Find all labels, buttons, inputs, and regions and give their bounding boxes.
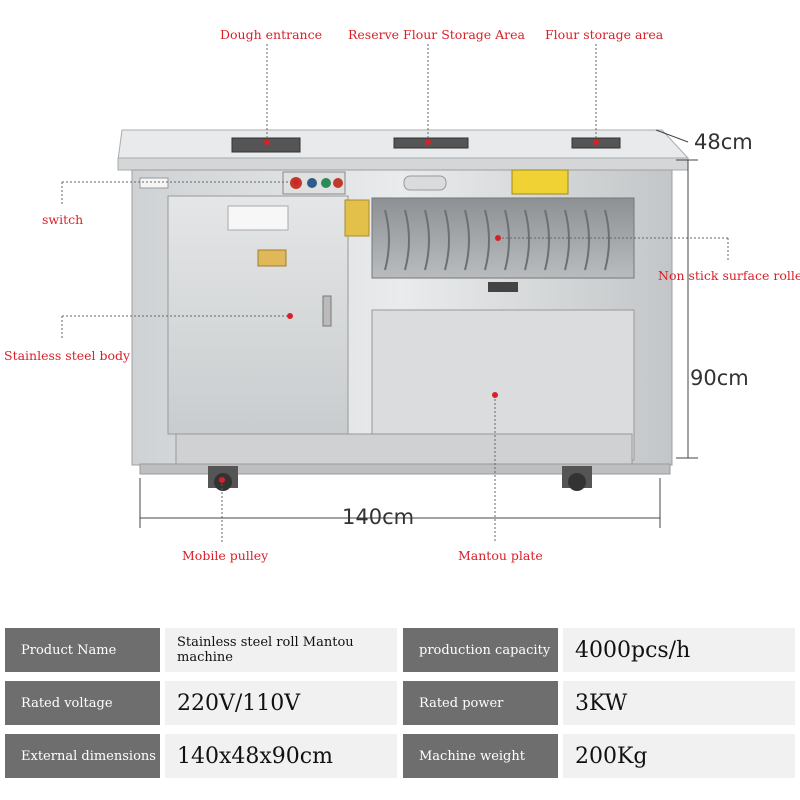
label-mobile-pulley: Mobile pulley [182, 548, 269, 563]
label-flour-storage: Flour storage area [545, 27, 664, 42]
spec-key: Rated power [403, 681, 558, 725]
dimension-depth: 48cm [694, 130, 753, 154]
spec-key: Product Name [5, 628, 160, 672]
spec-row: External dimensions 140x48x90cm Machine … [5, 734, 795, 778]
dimension-height: 90cm [690, 366, 749, 390]
label-non-stick-roller: Non stick surface roller [658, 268, 800, 283]
spec-value: 4000pcs/h [563, 628, 795, 672]
spec-row: Rated voltage 220V/110V Rated power 3KW [5, 681, 795, 725]
spec-key: production capacity [403, 628, 558, 672]
label-reserve-flour-storage: Reserve Flour Storage Area [348, 27, 525, 42]
spec-value: Stainless steel roll Mantou machine [165, 628, 397, 672]
spec-key: Rated voltage [5, 681, 160, 725]
spec-value: 3KW [563, 681, 795, 725]
label-mantou-plate: Mantou plate [458, 548, 543, 563]
spec-key: External dimensions [5, 734, 160, 778]
spec-key: Machine weight [403, 734, 558, 778]
spec-row: Product Name Stainless steel roll Mantou… [5, 628, 795, 672]
spec-value: 200Kg [563, 734, 795, 778]
mantou-machine-illustration [61, 44, 729, 542]
dimension-width: 140cm [342, 505, 415, 529]
label-stainless-body: Stainless steel body [4, 348, 131, 363]
label-switch: switch [42, 212, 84, 227]
label-dough-entrance: Dough entrance [220, 27, 322, 42]
spec-value: 220V/110V [165, 681, 397, 725]
spec-value: 140x48x90cm [165, 734, 397, 778]
